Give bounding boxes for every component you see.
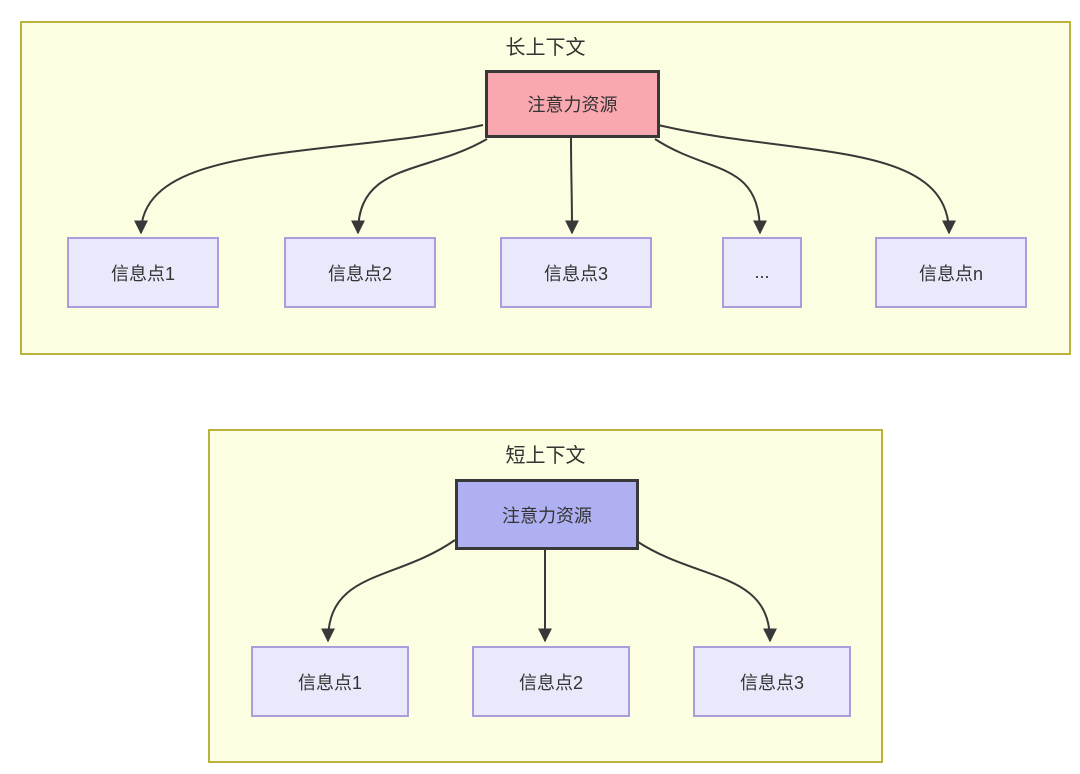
panel-long-context: 长上下文 注意力资源 信息点1 信息点2 信息点3 ... 信息点n (20, 21, 1071, 355)
node-info-point-n: 信息点n (875, 237, 1027, 308)
node-info-point-2-short: 信息点2 (472, 646, 630, 717)
panel-long-context-title: 长上下文 (505, 37, 586, 59)
panel-short-context-title: 短上下文 (505, 445, 586, 467)
node-attention-resource-short: 注意力资源 (455, 479, 639, 550)
node-info-point-3-short: 信息点3 (693, 646, 851, 717)
node-info-point-2-long: 信息点2 (284, 237, 436, 308)
node-info-point-ellipsis: ... (722, 237, 802, 308)
node-info-point-3-long: 信息点3 (500, 237, 652, 308)
node-info-point-1-long: 信息点1 (67, 237, 219, 308)
node-attention-resource-long: 注意力资源 (485, 70, 660, 138)
panel-short-context: 短上下文 注意力资源 信息点1 信息点2 信息点3 (208, 429, 883, 763)
node-info-point-1-short: 信息点1 (251, 646, 409, 717)
